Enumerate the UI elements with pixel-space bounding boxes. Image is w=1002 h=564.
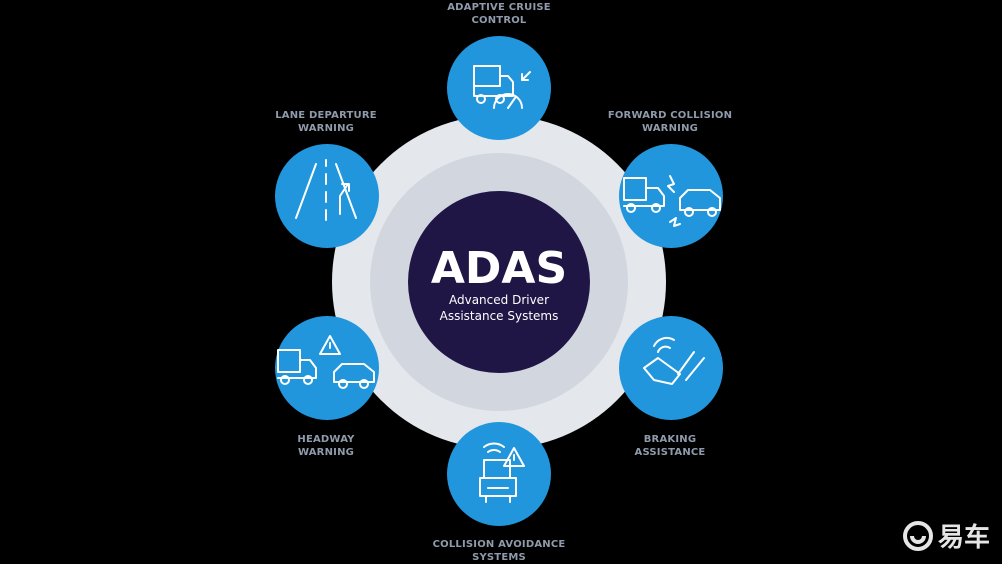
- feature-lane-departure: [275, 144, 379, 248]
- label-adaptive-cruise: ADAPTIVE CRUISE CONTROL: [447, 2, 551, 26]
- watermark-logo: 易车: [902, 517, 990, 554]
- lane-arrow-icon: [295, 159, 357, 221]
- smile-logo-icon: [902, 520, 933, 551]
- truck-warning-signal-icon: [479, 442, 525, 503]
- feature-forward-collision: [619, 144, 723, 248]
- feature-collision-avoidance: [447, 422, 551, 526]
- label-braking: BRAKING ASSISTANCE: [634, 434, 706, 458]
- foot-pedal-icon: [643, 336, 705, 385]
- label-collision-avoidance: COLLISION AVOIDANCE SYSTEMS: [432, 539, 566, 563]
- center-circle: [408, 191, 590, 373]
- truck-speedometer-icon: [473, 65, 531, 109]
- feature-headway: [275, 316, 379, 420]
- label-lane-departure: LANE DEPARTURE WARNING: [275, 110, 377, 134]
- feature-braking: [619, 316, 723, 420]
- watermark-text: 易车: [937, 523, 990, 553]
- truck-car-warning-icon: [277, 335, 375, 389]
- feature-adaptive-cruise: [447, 36, 551, 140]
- center-subtitle-line1: Advanced Driver: [449, 293, 549, 307]
- label-forward-collision: FORWARD COLLISION WARNING: [607, 110, 733, 134]
- truck-car-collision-icon: [623, 175, 721, 227]
- center-title: ADAS: [431, 243, 567, 294]
- center-subtitle-line2: Assistance Systems: [440, 309, 559, 323]
- label-headway: HEADWAY WARNING: [297, 434, 355, 458]
